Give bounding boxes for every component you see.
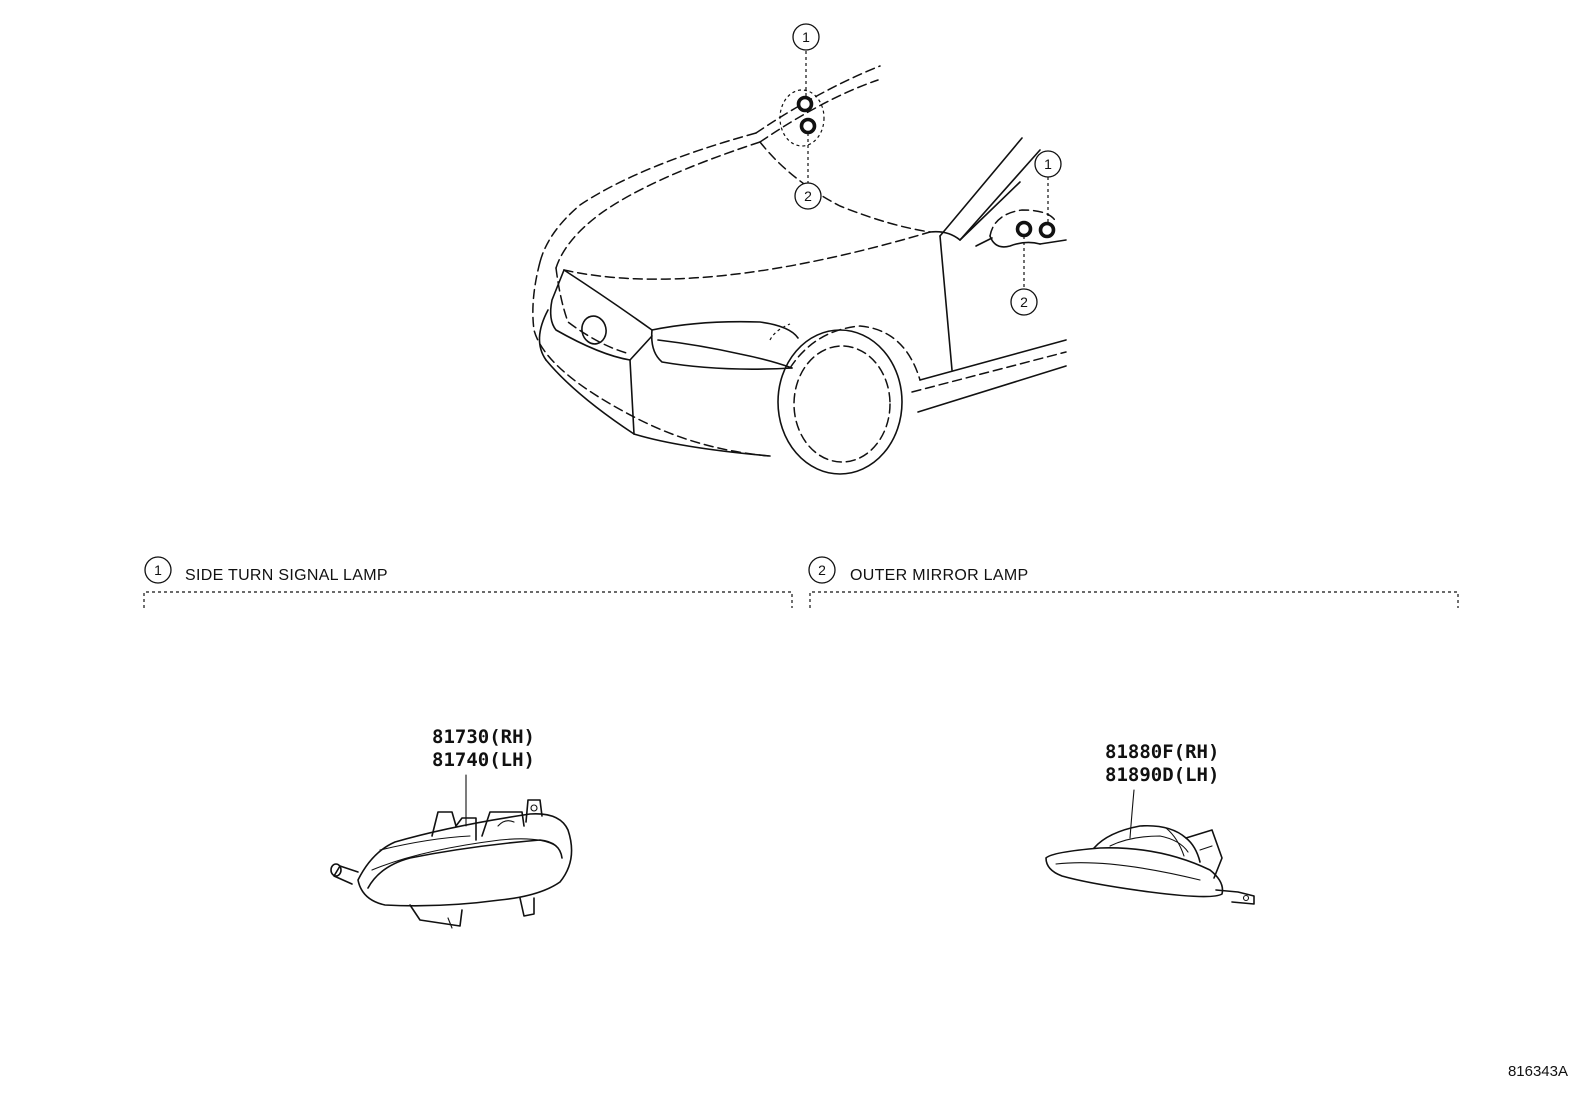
svg-text:2: 2	[1020, 294, 1028, 310]
svg-text:1: 1	[802, 29, 810, 45]
part-number-lh: 81740(LH)	[432, 749, 535, 771]
document-id: 816343A	[1508, 1063, 1568, 1080]
callout-door-2: 2	[1010, 288, 1038, 316]
hood-marker-2	[799, 117, 817, 135]
svg-text:1: 1	[154, 562, 162, 578]
callout-hood-1: 1	[792, 23, 820, 51]
callout-hood-2: 2	[794, 182, 822, 210]
svg-text:2: 2	[804, 188, 812, 204]
door-marker-1	[1038, 221, 1056, 239]
svg-text:1: 1	[1044, 156, 1052, 172]
part-outer-mirror-lamp: 81880F(RH) 81890D(LH)	[1045, 741, 1255, 905]
part-number-rh: 81880F(RH)	[1105, 741, 1219, 763]
part-number-rh: 81730(RH)	[432, 726, 535, 748]
section-title: OUTER MIRROR LAMP	[850, 567, 1028, 584]
section-side-turn-signal: 1 SIDE TURN SIGNAL LAMP	[143, 556, 793, 608]
lamp-location-markers	[779, 89, 1056, 239]
callout-leaders	[805, 51, 1049, 289]
section-title: SIDE TURN SIGNAL LAMP	[185, 567, 388, 584]
svg-text:2: 2	[818, 562, 826, 578]
vehicle-front-illustration	[532, 65, 1067, 475]
hood-marker-1	[796, 95, 814, 113]
callout-door-1: 1	[1034, 150, 1062, 178]
door-marker-2	[1015, 220, 1033, 238]
part-side-turn-signal-lamp: 81730(RH) 81740(LH)	[330, 726, 573, 929]
part-number-lh: 81890D(LH)	[1105, 764, 1219, 786]
section-outer-mirror-lamp: 2 OUTER MIRROR LAMP	[808, 556, 1459, 608]
